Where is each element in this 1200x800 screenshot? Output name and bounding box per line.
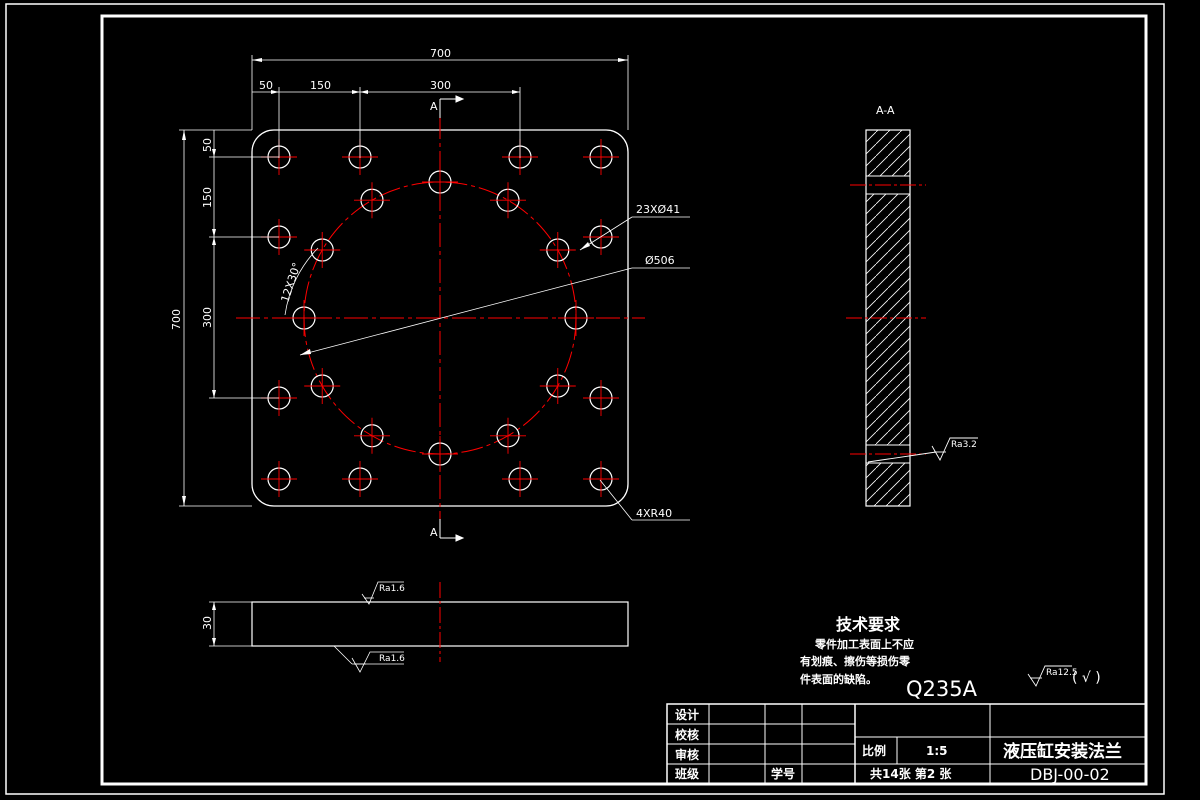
tb-drawing-no: DBJ-00-02 — [1030, 765, 1110, 784]
tb-scale-label: 比例 — [862, 743, 886, 758]
notes-heading: 技术要求 — [836, 615, 901, 634]
tb-check: 校核 — [675, 727, 699, 742]
dim-overall-width: 700 — [430, 47, 451, 60]
tb-design: 设计 — [675, 707, 699, 722]
dim-v-300: 300 — [201, 307, 214, 328]
callout-holes: 23XØ41 — [636, 203, 680, 216]
roughness-general: Ra12.5 — [1046, 668, 1078, 678]
callout-radius: 4XR40 — [636, 507, 672, 520]
outer-border — [5, 3, 1165, 795]
dimension-lines — [179, 55, 690, 521]
dim-thickness: 30 — [201, 616, 214, 630]
dim-v-50: 50 — [201, 138, 214, 152]
roughness-symbol-general — [1027, 665, 1072, 687]
dim-overall-height: 700 — [170, 309, 183, 330]
section-label-top: A — [430, 100, 438, 113]
dim-seg-50: 50 — [259, 79, 273, 92]
tb-review: 审核 — [675, 747, 699, 762]
dim-seg-150: 150 — [310, 79, 331, 92]
roughness-top: Ra1.6 — [379, 584, 405, 594]
section-marker-bottom — [439, 519, 465, 542]
section-label-bottom: A — [430, 526, 438, 539]
section-marker-top — [439, 95, 465, 118]
callout-angle: 12X30° — [278, 261, 303, 304]
dim-seg-300: 300 — [430, 79, 451, 92]
inner-border — [100, 14, 1148, 786]
roughness-side: Ra3.2 — [951, 440, 977, 450]
notes-line-1: 零件加工表面上不应 — [814, 637, 914, 651]
callout-bolt-circle: Ø506 — [645, 254, 675, 267]
top-view — [209, 581, 629, 673]
section-view — [846, 129, 926, 507]
material-label: Q235A — [906, 677, 978, 701]
tb-sheets: 共14张 第2 张 — [870, 766, 952, 781]
dim-v-150: 150 — [201, 187, 214, 208]
roughness-symbol-side — [867, 437, 978, 463]
section-title: A-A — [876, 104, 895, 117]
dimension-arrows — [182, 58, 628, 506]
tb-scale-value: 1:5 — [926, 744, 948, 758]
tb-student-no: 学号 — [771, 766, 795, 781]
tb-part-name: 液压缸安装法兰 — [1003, 741, 1122, 762]
roughness-bottom: Ra1.6 — [379, 654, 405, 664]
notes-line-2: 有划痕、擦伤等损伤零 — [800, 654, 911, 668]
title-block — [666, 703, 1147, 785]
roughness-general-suffix: ( √ ) — [1072, 670, 1101, 686]
notes-line-3: 件表面的缺陷。 — [800, 672, 877, 686]
tb-class: 班级 — [675, 766, 699, 781]
